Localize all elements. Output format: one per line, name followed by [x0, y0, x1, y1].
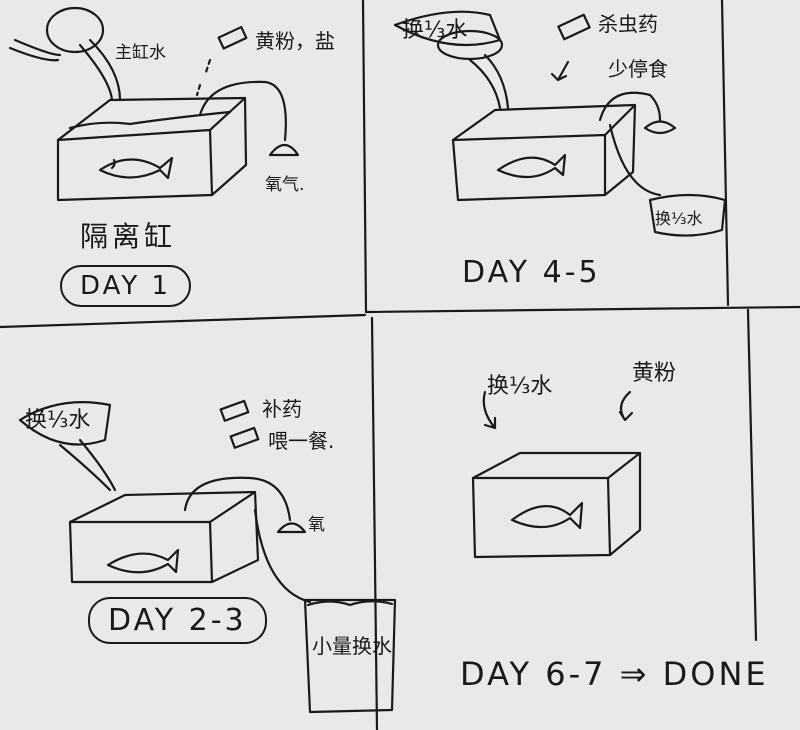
arrow-right	[618, 390, 634, 422]
label-feeding: 少停食	[608, 57, 668, 81]
air-tube	[198, 80, 287, 142]
tank-front	[56, 128, 214, 202]
divider-right-top	[720, 0, 730, 307]
medicine-bottle	[557, 13, 591, 41]
air-stone	[643, 120, 677, 135]
day-label-1: DAY 1	[60, 265, 192, 307]
air-stone	[276, 522, 307, 534]
tank-top	[56, 96, 248, 197]
label-supplement-medicine: 补药	[262, 397, 302, 421]
medicine-bottle	[217, 25, 248, 50]
water-stream	[58, 438, 117, 492]
divider-horizontal-left	[0, 313, 367, 329]
label-feed-once: 喂一餐.	[268, 429, 335, 453]
arrow	[550, 60, 570, 82]
water-stream	[78, 38, 122, 102]
bucket	[303, 598, 397, 714]
fish	[98, 156, 174, 180]
divider-right-bottom	[746, 308, 758, 642]
label-oxygen: 氧气.	[265, 175, 305, 195]
divider-vertical-bottom	[370, 316, 379, 730]
food-bottle	[229, 426, 260, 449]
drain-tube	[608, 123, 662, 197]
fish	[106, 548, 180, 574]
fish	[496, 153, 567, 179]
label-bucket: 换⅓水	[655, 209, 703, 228]
label-change-water: 换⅓水	[487, 374, 553, 399]
label-medicine: 黄粉	[632, 361, 677, 386]
panel-1-drawing	[8, 6, 300, 202]
water-stream	[468, 53, 510, 110]
label-change-water: 换⅓水	[402, 18, 468, 43]
panel-3-drawing	[18, 399, 397, 714]
label-main-tank-water: 主缸水	[115, 43, 166, 63]
label-insecticide: 杀虫药	[598, 12, 658, 36]
air-tube	[598, 91, 662, 122]
divider-horizontal-right	[364, 305, 800, 314]
tank-top	[68, 490, 260, 584]
bucket	[648, 193, 727, 237]
drain-tube	[253, 508, 312, 604]
tank-top	[471, 451, 642, 557]
pouring-bowl	[45, 6, 105, 54]
label-medicine: 黄粉，盐	[255, 29, 335, 53]
panel-2-drawing	[393, 10, 727, 237]
label-quarantine-tank: 隔离缸	[80, 220, 177, 253]
label-small-water-change: 小量换水	[312, 634, 392, 658]
air-stone	[268, 143, 300, 157]
panel-4-drawing	[471, 390, 642, 559]
pouring-bowl	[18, 401, 112, 446]
day-label-2-3: DAY 2-3	[88, 597, 267, 644]
tank-top	[451, 103, 637, 197]
fish	[510, 501, 584, 530]
arrow-left	[482, 390, 497, 430]
water-line	[68, 110, 232, 130]
label-change-water: 换⅓水	[25, 408, 91, 433]
tank-front	[451, 133, 607, 202]
label-oxygen: 氧	[308, 515, 325, 535]
medicine-bottle	[219, 399, 250, 422]
tank-front	[471, 476, 612, 559]
day-label-6-7-done: DAY 6-7 ⇒ DONE	[460, 655, 769, 693]
divider-vertical-top	[361, 0, 368, 314]
day-label-4-5: DAY 4-5	[462, 255, 601, 290]
air-tube	[183, 476, 292, 522]
